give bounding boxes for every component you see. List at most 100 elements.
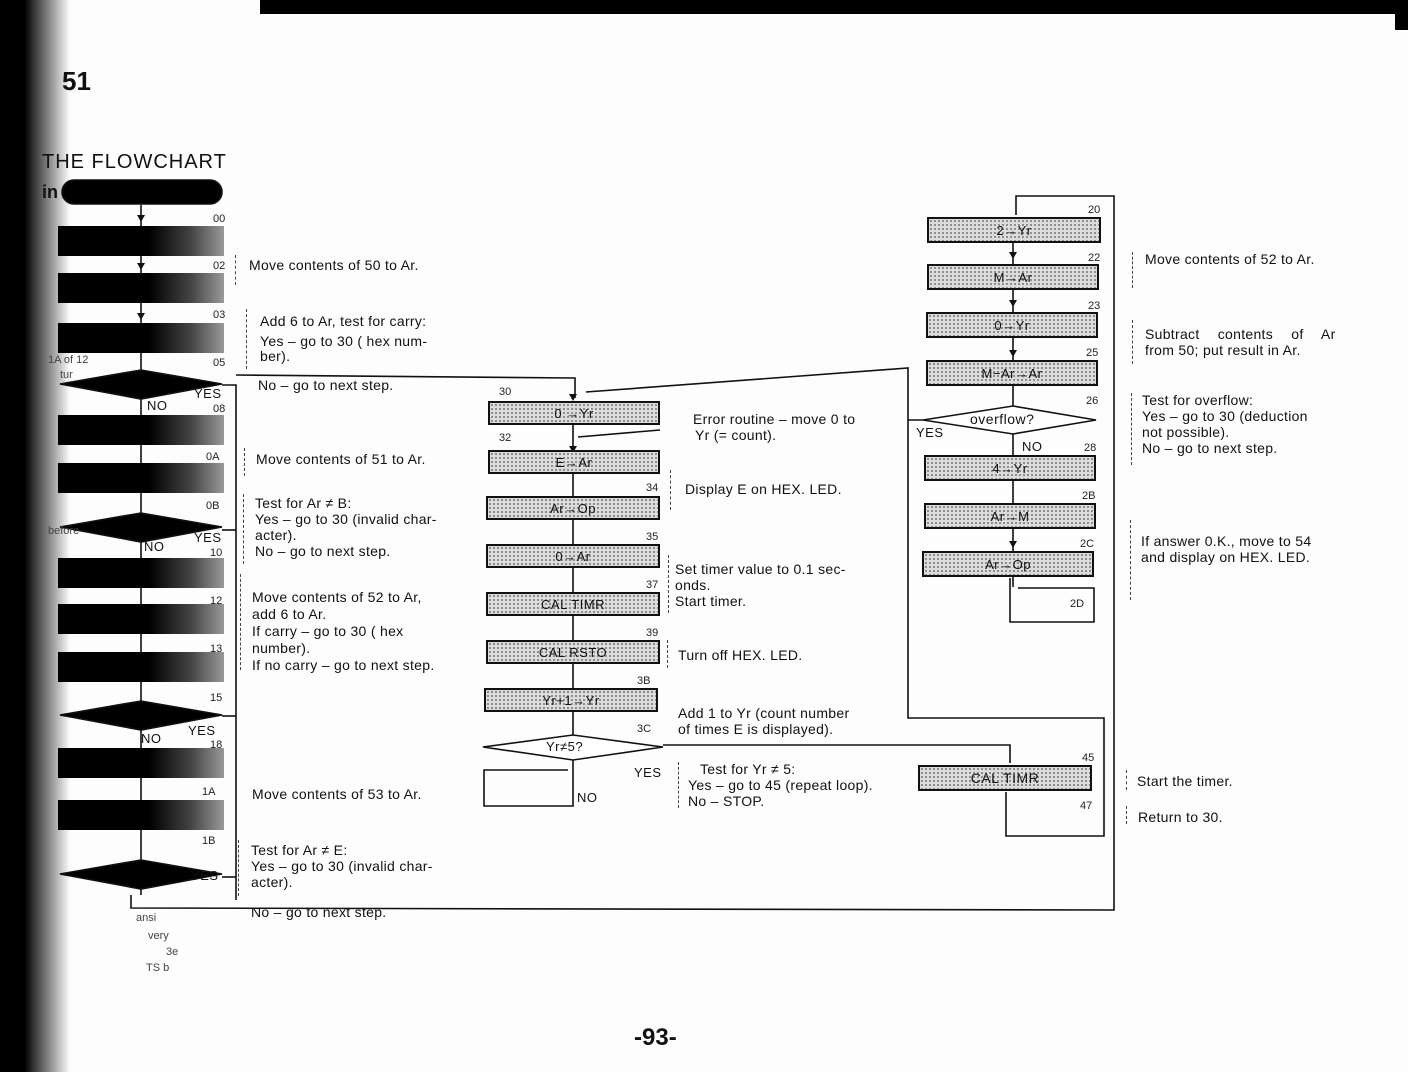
- note-bracket: [1131, 393, 1132, 465]
- process-box-20: 2→Yr: [927, 217, 1101, 243]
- process-box-03: [58, 323, 224, 353]
- margin-fragment: very: [148, 930, 169, 942]
- yes-label: YES: [191, 868, 219, 883]
- step-address: 35: [646, 531, 659, 543]
- step-address: 0A: [206, 451, 220, 463]
- process-box-32: E→Ar: [488, 450, 660, 474]
- note-0B: Test for Ar ≠ B: Yes – go to 30 (invalid…: [255, 495, 437, 559]
- process-box-34: Ar→Op: [486, 496, 660, 520]
- note-34: Display E on HEX. LED.: [685, 481, 842, 497]
- step-address: 18: [210, 739, 223, 751]
- yes-label: YES: [194, 530, 222, 545]
- process-box-1A: [58, 800, 224, 830]
- note-bracket: [1132, 320, 1133, 364]
- yes-label: YES: [634, 765, 662, 780]
- process-box-25: M−Ar→Ar: [926, 360, 1098, 386]
- note-45: Start the timer.: [1137, 773, 1233, 789]
- step-address: 26: [1086, 395, 1099, 407]
- margin-fragment: 3e: [166, 946, 179, 958]
- process-box-45: CAL TIMR: [918, 765, 1092, 791]
- step-address: 12: [210, 595, 223, 607]
- page-number: -93-: [634, 1024, 677, 1051]
- yes-label: YES: [916, 425, 944, 440]
- step-address: 2D: [1070, 598, 1085, 610]
- note-bracket: [240, 574, 241, 670]
- note-25: Subtract contents of Ar from 50; put res…: [1145, 326, 1336, 358]
- no-label: NO: [147, 398, 168, 413]
- step-address: 30: [499, 386, 512, 398]
- step-address: 37: [646, 579, 659, 591]
- margin-fragment: before: [48, 525, 80, 537]
- note-47: Return to 30.: [1138, 809, 1223, 825]
- process-box-39: CAL RSTO: [486, 640, 660, 664]
- step-address: 22: [1088, 252, 1101, 264]
- note-1B-no: No – go to next step.: [251, 904, 387, 920]
- note-05: No – go to next step.: [258, 377, 394, 393]
- step-address: 28: [1084, 442, 1097, 454]
- note-bracket: [1132, 252, 1133, 288]
- process-box-2C: Ar→Op: [922, 551, 1094, 577]
- note-bracket: [678, 762, 679, 808]
- step-address: 1A: [202, 786, 216, 798]
- step-address: 20: [1088, 204, 1101, 216]
- note-35: Set timer value to 0.1 sec- onds. Start …: [675, 561, 846, 609]
- no-label: NO: [1022, 439, 1043, 454]
- note-bracket: [1126, 770, 1127, 790]
- margin-fragment: ansi: [136, 912, 157, 924]
- process-box-23: 0→Yr: [926, 312, 1098, 338]
- decision-26-text: overflow?: [970, 411, 1035, 427]
- margin-fragment: tur: [60, 369, 73, 381]
- step-address: 39: [646, 627, 659, 639]
- no-label: NO: [141, 731, 162, 746]
- note-3B: Add 1 to Yr (count number of times E is …: [678, 705, 850, 737]
- step-address: 25: [1086, 347, 1099, 359]
- process-box-0A: [58, 463, 224, 493]
- note-22: Move contents of 52 to Ar.: [1145, 251, 1315, 267]
- step-address: 02: [213, 260, 226, 272]
- step-address: 10: [210, 547, 223, 559]
- process-box-18: [58, 748, 224, 778]
- process-box-10: [58, 558, 224, 588]
- scan-shadow-left: [0, 0, 70, 1072]
- decision-3C-text: Yr≠5?: [546, 739, 584, 754]
- step-address: 00: [213, 213, 226, 225]
- note-2B: If answer 0.K., move to 54 and display o…: [1141, 533, 1312, 565]
- note-bracket: [235, 255, 236, 285]
- no-label: NO: [577, 790, 598, 805]
- process-box-12: [58, 604, 224, 634]
- note-bracket: [668, 555, 669, 613]
- heading-prefix: in: [42, 182, 58, 202]
- corner-mark: 51: [62, 66, 91, 96]
- step-address: 0B: [206, 500, 220, 512]
- step-address: 2C: [1080, 538, 1095, 550]
- process-box-35: 0→Ar: [486, 544, 660, 568]
- note-bracket: [243, 494, 244, 564]
- process-box-00: [58, 226, 224, 256]
- margin-fragment: TS b: [146, 962, 170, 974]
- note-12: Move contents of 52 to Ar, add 6 to Ar. …: [252, 589, 435, 673]
- process-box-3B: Yr+1→Yr: [484, 688, 658, 712]
- step-address: 15: [210, 692, 223, 704]
- step-address: 1B: [202, 835, 216, 847]
- note-bracket: [246, 309, 247, 369]
- step-address: 13: [210, 643, 223, 655]
- note-bracket: [238, 840, 239, 896]
- step-address: 08: [213, 403, 226, 415]
- process-box-13: [58, 652, 224, 682]
- process-box-08: [58, 415, 224, 445]
- note-39: Turn off HEX. LED.: [678, 647, 803, 663]
- yes-label: YES: [194, 386, 222, 401]
- note-bracket: [1126, 806, 1127, 824]
- process-box-02: [58, 273, 224, 303]
- step-address: 3B: [637, 675, 651, 687]
- note-3C: Test for Yr ≠ 5: Yes – go to 45 (repeat …: [688, 761, 873, 809]
- process-box-37: CAL TIMR: [486, 592, 660, 616]
- note-30: Error routine – move 0 to Yr (= count).: [693, 411, 856, 443]
- step-address: 05: [213, 357, 226, 369]
- step-address: 47: [1080, 800, 1093, 812]
- note-bracket: [244, 448, 245, 476]
- process-box-2B: Ar→M: [924, 503, 1096, 529]
- no-label: NO: [144, 539, 165, 554]
- step-address: 34: [646, 482, 659, 494]
